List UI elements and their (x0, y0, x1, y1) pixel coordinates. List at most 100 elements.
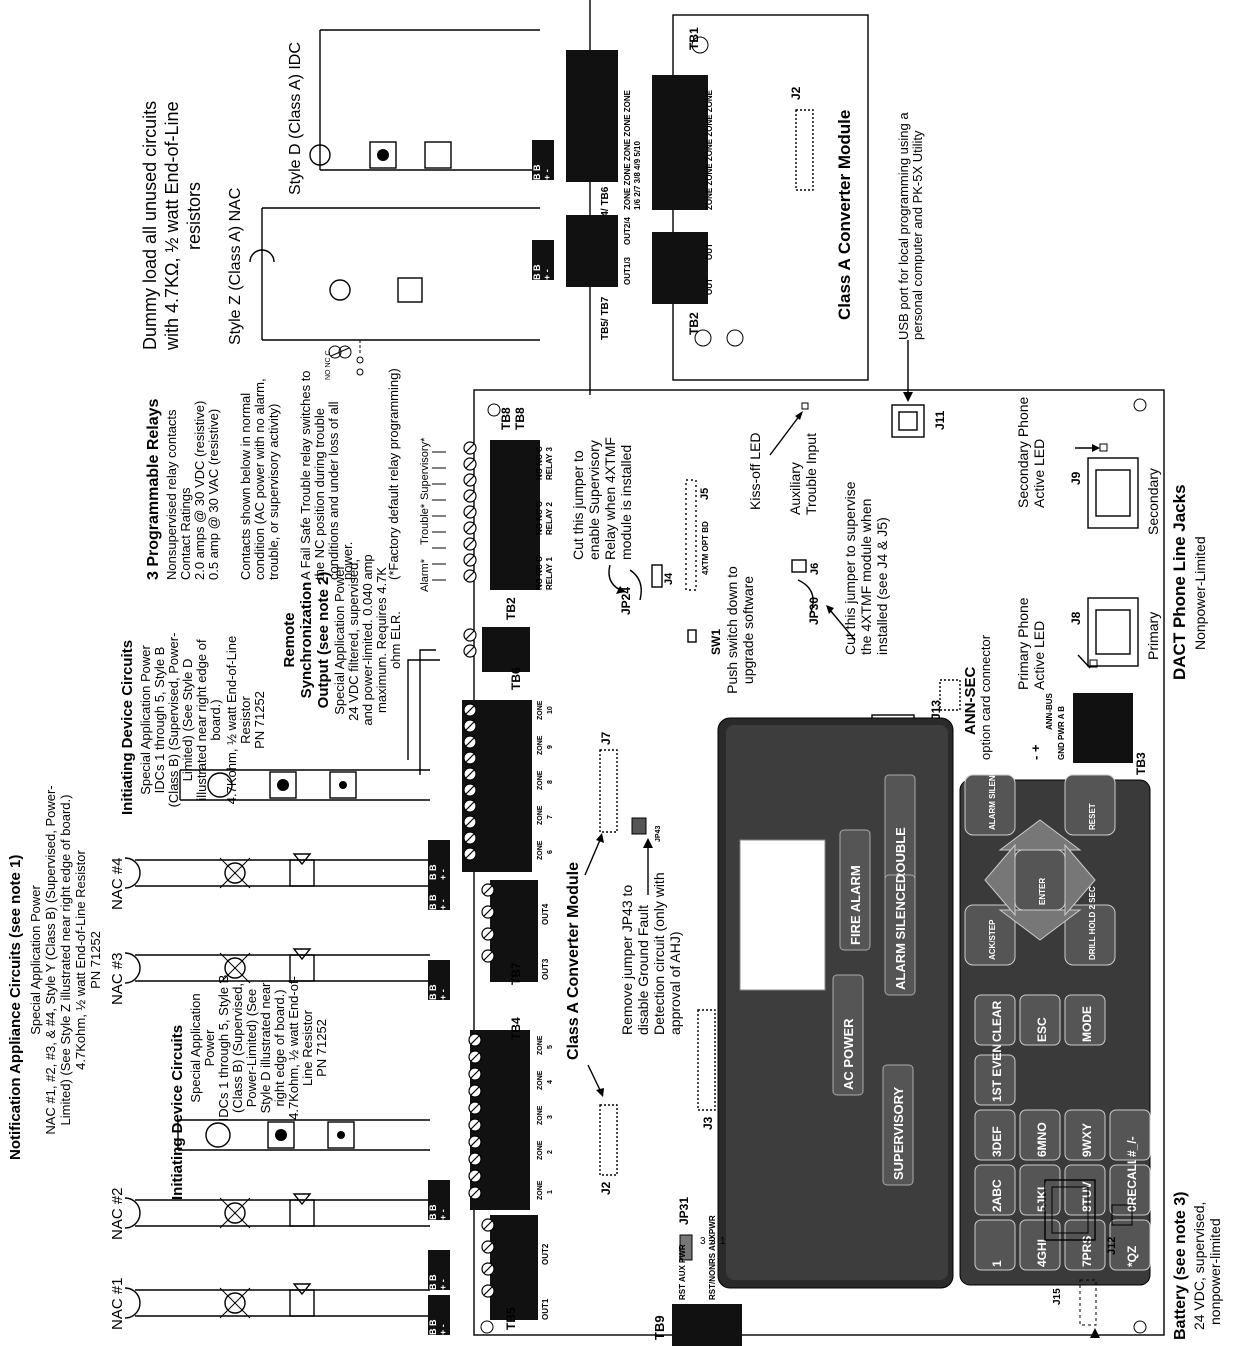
tb6-label: TB6 (509, 667, 523, 690)
tb3-label: TB3 (1134, 752, 1148, 775)
j9-jack[interactable] (1087, 457, 1139, 529)
converter-tb1[interactable] (652, 75, 708, 210)
drill-button-label: DRILL HOLD 2 SEC (1088, 886, 1097, 960)
tb8-screw-slot (465, 571, 475, 581)
relays-contacts: condition (AC power with no alarm, (252, 378, 267, 580)
converter-j2-label: J2 (789, 86, 803, 100)
style-z-strobe (329, 279, 351, 301)
zone-label: ZONE (537, 805, 544, 825)
eol-resistor (124, 952, 141, 984)
key-qz[interactable] (1109, 1219, 1151, 1271)
j2-header[interactable] (599, 1104, 618, 1176)
key-0recall[interactable] (1109, 1164, 1151, 1216)
ack-step-button[interactable] (964, 904, 1016, 966)
reset-button[interactable] (1064, 774, 1116, 836)
converter-zone-numbers: 1/6 2/7 3/8 4/9 5/10 (633, 141, 642, 210)
tb8-label: TB8 (499, 407, 513, 430)
up-arrow-button[interactable] (998, 819, 1082, 851)
battery-connector[interactable] (1044, 1179, 1096, 1241)
keypad-led-supervisory: SUPERVISORY (882, 1064, 914, 1186)
dummy-load-line: with 4.7KΩ, ½ watt End-of-Line (162, 101, 182, 351)
key-1stevent[interactable] (974, 1054, 1016, 1106)
ann-sec-sub: option card connector (978, 634, 993, 760)
tb3-annbus: ANN-BUS (1045, 692, 1054, 730)
key-1[interactable] (974, 1219, 1016, 1271)
pm-label: + - (438, 989, 448, 1000)
jp30-jumper[interactable] (797, 579, 814, 616)
j4-header[interactable] (651, 564, 663, 588)
j12-connector[interactable] (1111, 1204, 1133, 1226)
j3-header[interactable] (697, 1009, 716, 1111)
j6-header[interactable] (791, 559, 807, 573)
eol-resistor (124, 1197, 141, 1229)
eol-resistor (124, 1287, 141, 1319)
right-arrow-button[interactable] (1064, 843, 1096, 917)
tb-zone-screw-slot (465, 737, 475, 747)
j13-label: J13 (929, 700, 943, 720)
led-button (882, 1064, 914, 1186)
j11-usb-connector[interactable] (891, 404, 925, 438)
relays-failsafe: conditions and under loss of all (326, 401, 341, 580)
j15-label: J15 (1052, 1288, 1063, 1305)
tb5-block[interactable] (490, 1215, 538, 1320)
j13-header[interactable] (939, 679, 961, 711)
converter-tb2-out: OUT (705, 243, 714, 260)
secondary-led-label: Secondary Phone (1015, 396, 1031, 508)
smoke-dot (277, 779, 289, 791)
alarm-silenced-button[interactable] (964, 774, 1016, 836)
key-9wxy[interactable] (1064, 1109, 1106, 1161)
jp43-jumper[interactable] (631, 817, 647, 835)
key-6mno[interactable] (1019, 1109, 1061, 1161)
j8-jack[interactable] (1087, 597, 1139, 667)
bb-label: B B (532, 164, 542, 180)
tb6-screw-slot (465, 630, 475, 640)
left-arrow-button[interactable] (984, 843, 1016, 917)
idc-left-line: Power-Limited) (See (244, 989, 259, 1108)
jp24-jumper[interactable] (629, 569, 642, 601)
down-arrow-button[interactable] (998, 909, 1082, 941)
tb7-block[interactable] (490, 880, 538, 982)
tb7-screw-slot (483, 951, 493, 961)
converter-tb5-tb7[interactable] (566, 215, 618, 287)
tb3-block[interactable] (1073, 693, 1133, 763)
tb3-polarity: - + (1028, 744, 1043, 760)
keypad-led-fire-alarm: FIRE ALARM (839, 829, 871, 951)
tb8-relay-block[interactable] (490, 440, 540, 590)
nac-notes: Notification Appliance Circuits (see not… (7, 785, 126, 1330)
key-3def[interactable] (974, 1109, 1016, 1161)
j5-header[interactable] (685, 479, 697, 591)
sw1-label: SW1 (709, 629, 723, 655)
converter-j2[interactable] (795, 109, 814, 191)
tb6-block[interactable] (482, 627, 530, 672)
drill-button[interactable] (1064, 904, 1116, 966)
relays-line: Contact Ratings (178, 487, 193, 580)
j6-label: J6 (809, 563, 821, 575)
key-mode[interactable] (1064, 994, 1106, 1046)
tb9-block[interactable] (672, 1304, 742, 1346)
key-clear[interactable] (974, 994, 1016, 1046)
key-esc[interactable] (1019, 994, 1061, 1046)
key-5jkl[interactable] (1019, 1164, 1061, 1216)
remote-sync-wire (407, 649, 440, 775)
sw1-switch[interactable] (687, 629, 697, 643)
zone-number: 10 (547, 706, 554, 714)
key-4ghi[interactable] (1019, 1219, 1061, 1271)
zone-number: 7 (547, 815, 554, 819)
ann-sec: J13 ANN-SEC option card connector - + AN… (871, 634, 1148, 775)
converter-tb4-tb6[interactable] (566, 50, 618, 182)
key-[interactable] (1109, 1109, 1151, 1161)
j7-header[interactable] (599, 749, 618, 833)
converter-zone-labels: ZONE ZONE ZONE ZONE ZONE (623, 89, 632, 210)
tb-zone-screw-slot (465, 801, 475, 811)
idc-mid-line: Resistor (238, 695, 253, 743)
jp31-jumper[interactable] (679, 1234, 693, 1261)
jp43-note: approval of AHJ) (667, 932, 683, 1036)
nac-line: 4.7Kohm, ½ watt End-of-Line Resistor (73, 850, 88, 1070)
converter-top-label: Class A Converter Module (835, 110, 854, 320)
key-2abc[interactable] (974, 1164, 1016, 1216)
converter-tb2[interactable] (652, 232, 708, 304)
horn-icon (289, 954, 315, 982)
polarity-tag (428, 1295, 450, 1335)
nac-label-3: NAC #3 (109, 952, 126, 1005)
j15-header[interactable] (1079, 1279, 1097, 1326)
